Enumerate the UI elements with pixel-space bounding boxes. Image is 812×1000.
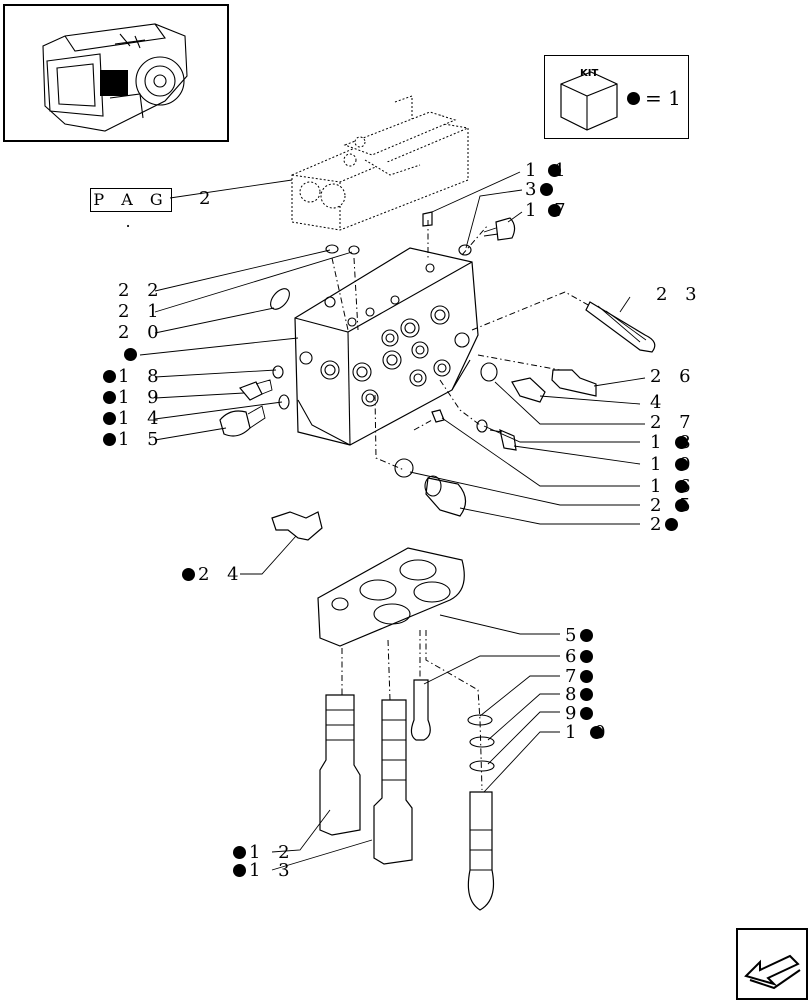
callout-4[interactable]: 4 [650,392,668,413]
bullet-icon [580,629,593,642]
bullet-icon [103,412,116,425]
spool-middle [373,699,413,865]
callout-23[interactable]: 2 3 [656,284,703,305]
arrow-back-icon [744,954,801,990]
callout-19-left[interactable]: 1 9 [118,387,165,408]
spool-left [319,694,361,836]
bullet-icon [675,480,688,493]
callout-15[interactable]: 1 5 [118,429,165,450]
kit-equals: = 1 [645,86,681,110]
callout-22[interactable]: 2 2 [118,280,165,301]
callout-21[interactable]: 2 1 [118,301,165,322]
bullet-icon [675,436,688,449]
reference-block-ghost [291,95,469,231]
bullet-icon [580,650,593,663]
bullet-icon [103,433,116,446]
spool-right [467,791,495,911]
bullet-icon [580,670,593,683]
page-reference-number[interactable]: 2 [199,188,211,209]
housing-thumbnail-icon [42,23,188,132]
callout-18-right[interactable]: 1 8 [650,432,697,453]
bolt-6 [410,679,431,741]
valve-body [294,247,479,446]
callout-5[interactable]: 5 [565,625,583,646]
callout-26[interactable]: 2 6 [650,366,697,387]
callout-8[interactable]: 8 [565,684,583,705]
kit-label: KIT [580,68,599,79]
callout-18-left[interactable]: 1 8 [118,366,165,387]
bullet-icon [665,518,678,531]
callout-13[interactable]: 1 3 [249,860,296,881]
callout-27[interactable]: 2 7 [650,412,697,433]
bullet-icon [590,726,603,739]
bullet-icon [580,688,593,701]
previous-page-button[interactable] [736,928,808,1000]
bullet-icon [103,370,116,383]
callout-6[interactable]: 6 [565,646,583,667]
callout-19-right[interactable]: 1 9 [650,454,697,475]
callout-10[interactable]: 1 0 [565,722,612,743]
callout-3[interactable]: 3 [525,179,543,200]
callout-7[interactable]: 7 [565,666,583,687]
callout-25[interactable]: 2 5 [650,495,697,516]
bullet-icon [675,458,688,471]
callout-24[interactable]: 2 4 [198,564,245,585]
bullet-icon [233,846,246,859]
bullet-icon [580,707,593,720]
bullet-icon [548,204,561,217]
bullet-icon [548,164,561,177]
assembly-thumbnail[interactable] [3,4,229,142]
bullet-icon [675,499,688,512]
bullet-icon [627,92,640,105]
valve-plate [317,547,465,647]
bullet-icon [124,348,137,361]
kit-cube-icon [560,71,618,131]
bullet-icon [103,391,116,404]
callout-14[interactable]: 1 4 [118,408,165,429]
callout-16[interactable]: 1 6 [650,476,697,497]
callout-2[interactable]: 2 [650,514,668,535]
bullet-icon [233,864,246,877]
bullet-icon [182,568,195,581]
bullet-icon [540,183,553,196]
callout-9[interactable]: 9 [565,703,583,724]
page-reference-link[interactable]: P A G . [90,188,172,231]
callout-12[interactable]: 1 2 [249,842,296,863]
callout-20[interactable]: 2 0 [118,322,165,343]
